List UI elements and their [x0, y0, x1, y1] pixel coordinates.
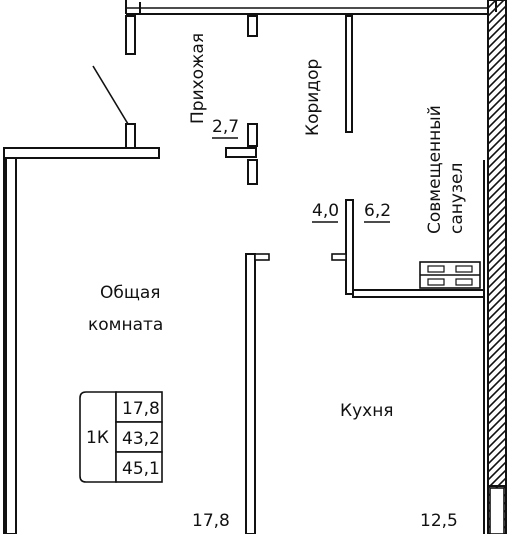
bathroom-wall	[331, 199, 485, 298]
living-kitchen-wall	[245, 253, 256, 534]
top-wall	[125, 0, 488, 55]
bathroom-name-line1: Совмещенный	[425, 105, 445, 234]
corridor-wall	[345, 15, 353, 133]
summary-type: 1К	[86, 428, 109, 448]
living-name-line2: комната	[88, 315, 163, 335]
entrance-door	[92, 65, 129, 125]
bathroom-area: 6,2	[364, 201, 391, 221]
living-area: 17,8	[192, 511, 230, 531]
living-room-top-wall	[3, 147, 160, 534]
exterior-wall-right	[487, 0, 507, 534]
kitchen-area: 12,5	[420, 511, 458, 531]
hallway-partition	[225, 123, 258, 185]
summary-box	[79, 391, 163, 483]
summary-total-area: 43,2	[122, 429, 160, 449]
summary-living-area: 17,8	[122, 399, 160, 419]
hallway-area: 2,7	[212, 117, 239, 137]
entrance-door-jamb	[125, 123, 136, 149]
bathroom-fixture	[419, 261, 481, 289]
bathroom-name-line2: санузел	[447, 163, 467, 234]
living-kitchen-wall-cap	[254, 253, 270, 261]
corridor-area: 4,0	[312, 201, 339, 221]
summary-balcony-area: 45,1	[122, 459, 160, 479]
corridor-name: Коридор	[303, 59, 323, 136]
kitchen-window	[488, 485, 506, 534]
kitchen-name: Кухня	[340, 401, 394, 421]
living-name-line1: Общая	[100, 283, 161, 303]
hallway-name: Прихожая	[188, 33, 208, 124]
